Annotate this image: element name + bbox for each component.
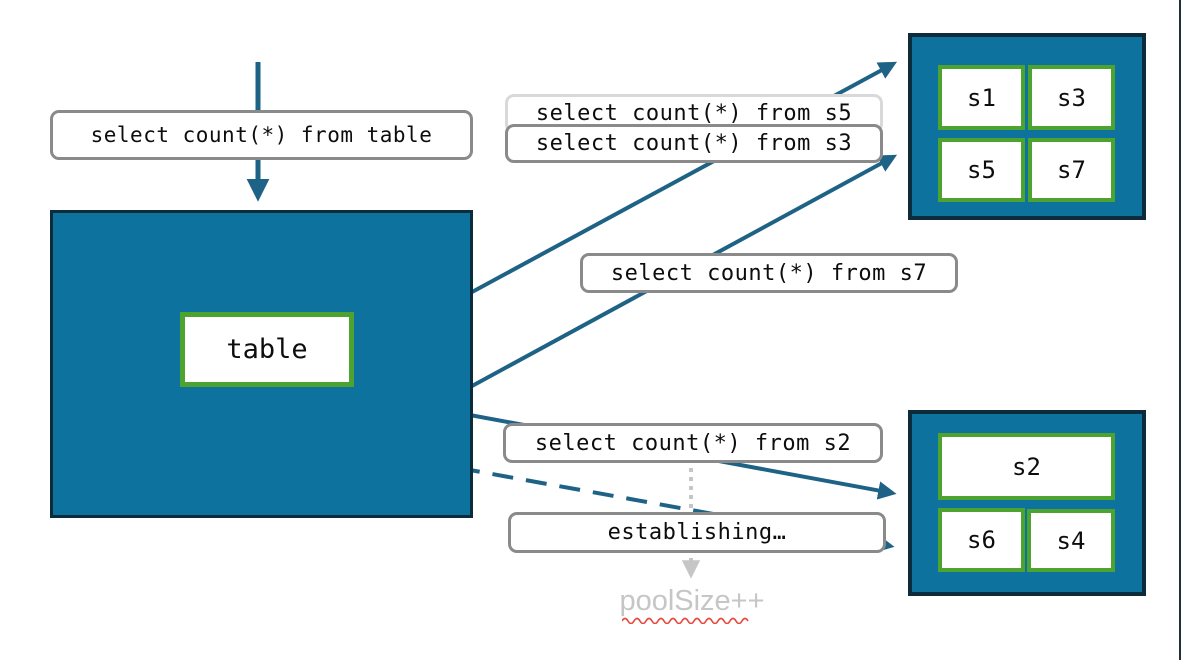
shard-s7: s7: [1028, 138, 1115, 202]
query-label-s3: select count(*) from s3: [505, 124, 883, 163]
table-node-box: table: [50, 210, 473, 518]
arrow-table-to-bottom-box-dashed: [458, 466, 895, 553]
shard-group-top: s1 s3 s5 s7: [908, 33, 1146, 220]
query-label-table: select count(*) from table: [50, 110, 473, 160]
shard-s3: s3: [1028, 65, 1115, 130]
shard-s5: s5: [938, 138, 1025, 202]
establishing-label: establishing…: [508, 512, 886, 553]
shard-s2: s2: [938, 433, 1115, 500]
poolsize-label: poolSize++: [619, 585, 765, 617]
shard-group-bottom: s2 s6 s4: [908, 410, 1146, 596]
spellcheck-squiggle: [622, 617, 749, 624]
table-label: table: [180, 312, 354, 387]
shard-s6: s6: [938, 508, 1025, 572]
slide-edge-line: [1179, 0, 1181, 660]
shard-s4: s4: [1027, 509, 1115, 572]
query-label-s7: select count(*) from s7: [580, 253, 958, 293]
shard-s1: s1: [938, 65, 1025, 130]
query-label-s2: select count(*) from s2: [503, 423, 883, 463]
